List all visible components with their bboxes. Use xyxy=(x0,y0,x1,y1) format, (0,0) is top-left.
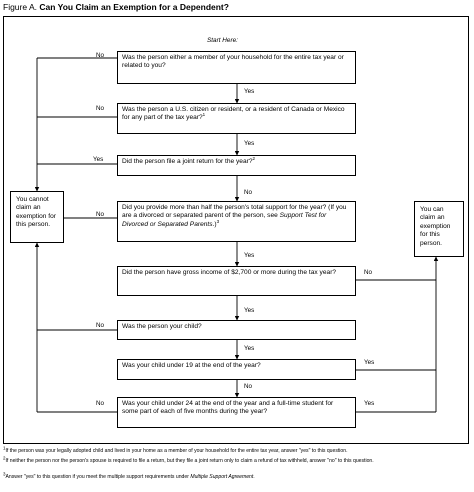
label-q1-no: No xyxy=(96,52,105,59)
label-q8-no: No xyxy=(96,400,105,407)
question-q6: Was the person your child? xyxy=(117,320,356,340)
figure-title-text: Can You Claim an Exemption for a Depende… xyxy=(39,2,229,12)
label-q2-no: No xyxy=(96,105,105,112)
footnote-3: 3Answer "yes" to this question if you me… xyxy=(3,471,255,480)
label-q3-yes: Yes xyxy=(93,156,104,163)
outcome-can-claim: You can claim an exemption for this pers… xyxy=(414,201,464,257)
label-q7-no: No xyxy=(244,383,253,390)
footnote-2: 2If neither the person nor the person's … xyxy=(3,455,374,464)
label-q4-no: No xyxy=(96,211,105,218)
label-q7-yes: Yes xyxy=(364,359,375,366)
question-q4: Did you provide more than half the perso… xyxy=(117,201,356,242)
label-q3-no: No xyxy=(244,189,253,196)
question-q3: Did the person file a joint return for t… xyxy=(117,155,356,176)
flowchart-frame xyxy=(3,16,469,444)
label-q1-yes: Yes xyxy=(244,88,255,95)
question-q1: Was the person either a member of your h… xyxy=(117,51,356,84)
question-q2: Was the person a U.S. citizen or residen… xyxy=(117,103,356,134)
label-q5-yes: Yes xyxy=(244,307,255,314)
question-q7: Was your child under 19 at the end of th… xyxy=(117,359,356,380)
start-label: Start Here: xyxy=(207,37,238,44)
label-q4-yes: Yes xyxy=(244,252,255,259)
question-q5: Did the person have gross income of $2,7… xyxy=(117,266,356,296)
label-q6-no: No xyxy=(96,322,105,329)
figure-label: Figure A. xyxy=(3,2,38,12)
label-q2-yes: Yes xyxy=(244,140,255,147)
figure-title: Figure A. Can You Claim an Exemption for… xyxy=(3,2,229,12)
label-q5-no: No xyxy=(364,269,373,276)
question-q8: Was your child under 24 at the end of th… xyxy=(117,397,356,428)
outcome-cannot-claim: You cannot claim an exemption for this p… xyxy=(10,191,64,243)
footnote-1: 1If the person was your legally adopted … xyxy=(3,445,348,454)
label-q8-yes: Yes xyxy=(364,400,375,407)
label-q6-yes: Yes xyxy=(244,345,255,352)
